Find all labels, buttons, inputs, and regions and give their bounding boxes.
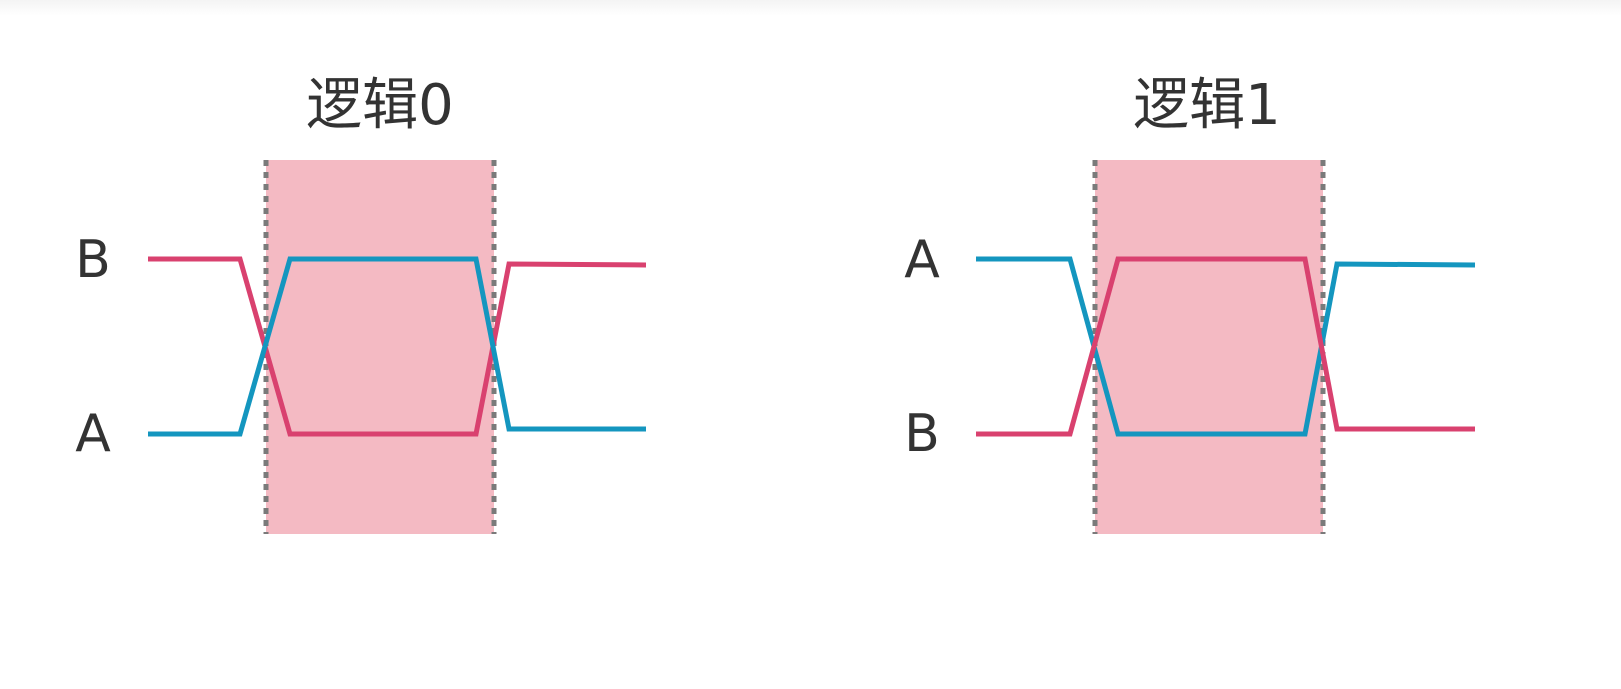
bottom-signal-label: B: [904, 404, 940, 464]
panel-title: 逻辑0: [306, 73, 454, 138]
sample-window: [266, 160, 494, 534]
panel-logic-0: 逻辑0 B A: [75, 73, 647, 534]
top-signal-label: B: [75, 230, 111, 290]
bottom-signal-label: A: [75, 404, 111, 464]
panel-title: 逻辑1: [1133, 73, 1281, 138]
signal-a-waveform: [148, 256, 646, 437]
signal-a-waveform: [976, 256, 1476, 437]
signal-b-waveform: [976, 256, 1475, 437]
sample-window: [1095, 160, 1323, 534]
panel-logic-1: 逻辑1 A B: [904, 73, 1476, 534]
signal-b-waveform: [148, 256, 647, 437]
top-signal-label: A: [904, 230, 940, 290]
top-bar: [0, 0, 1621, 16]
